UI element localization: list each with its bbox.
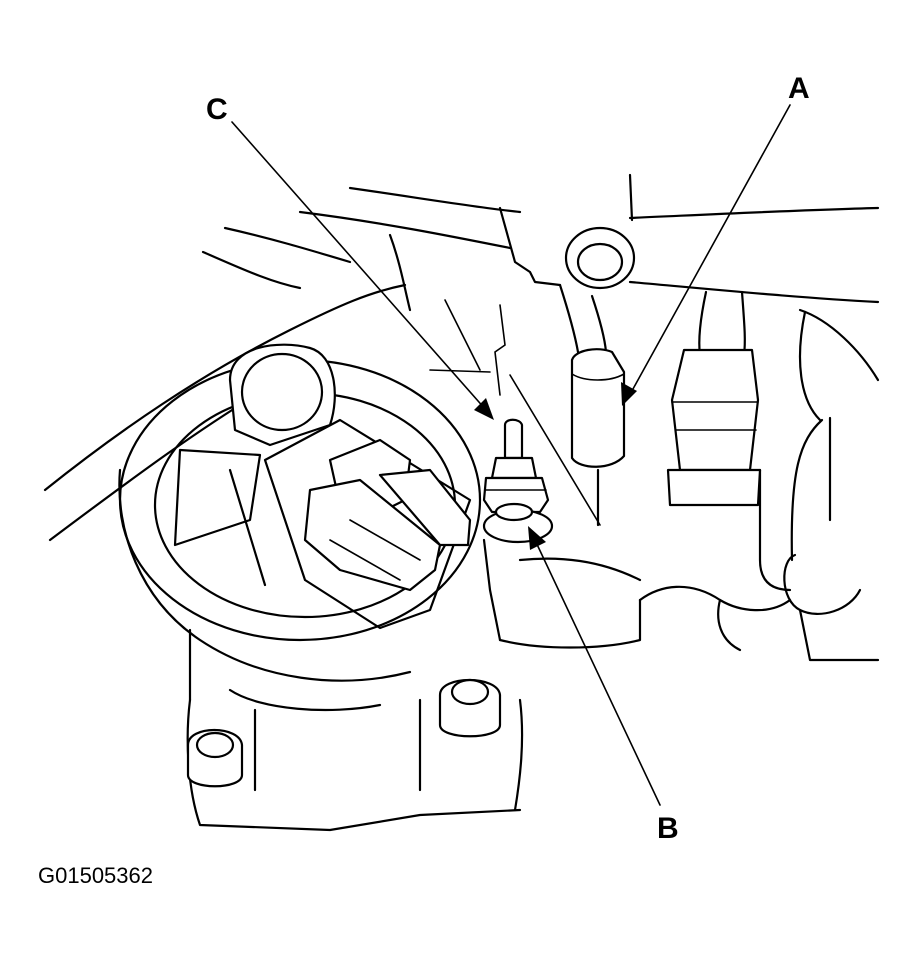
right-pipe-nut — [666, 290, 762, 507]
callout-label-a: A — [788, 72, 810, 105]
right-side-fittings — [518, 308, 880, 662]
lower-flange-and-bolts — [186, 598, 642, 832]
hose-fitting-a — [558, 226, 636, 527]
callout-label-c: C — [206, 93, 228, 126]
leader-line-c — [231, 121, 494, 420]
figure-code: G01505362 — [38, 863, 153, 888]
leader-line-a — [621, 104, 791, 406]
leader-line-b — [528, 526, 661, 806]
round-actuator-body — [118, 343, 482, 712]
sensor-assembly — [482, 418, 554, 642]
callout-label-b: B — [657, 812, 679, 845]
